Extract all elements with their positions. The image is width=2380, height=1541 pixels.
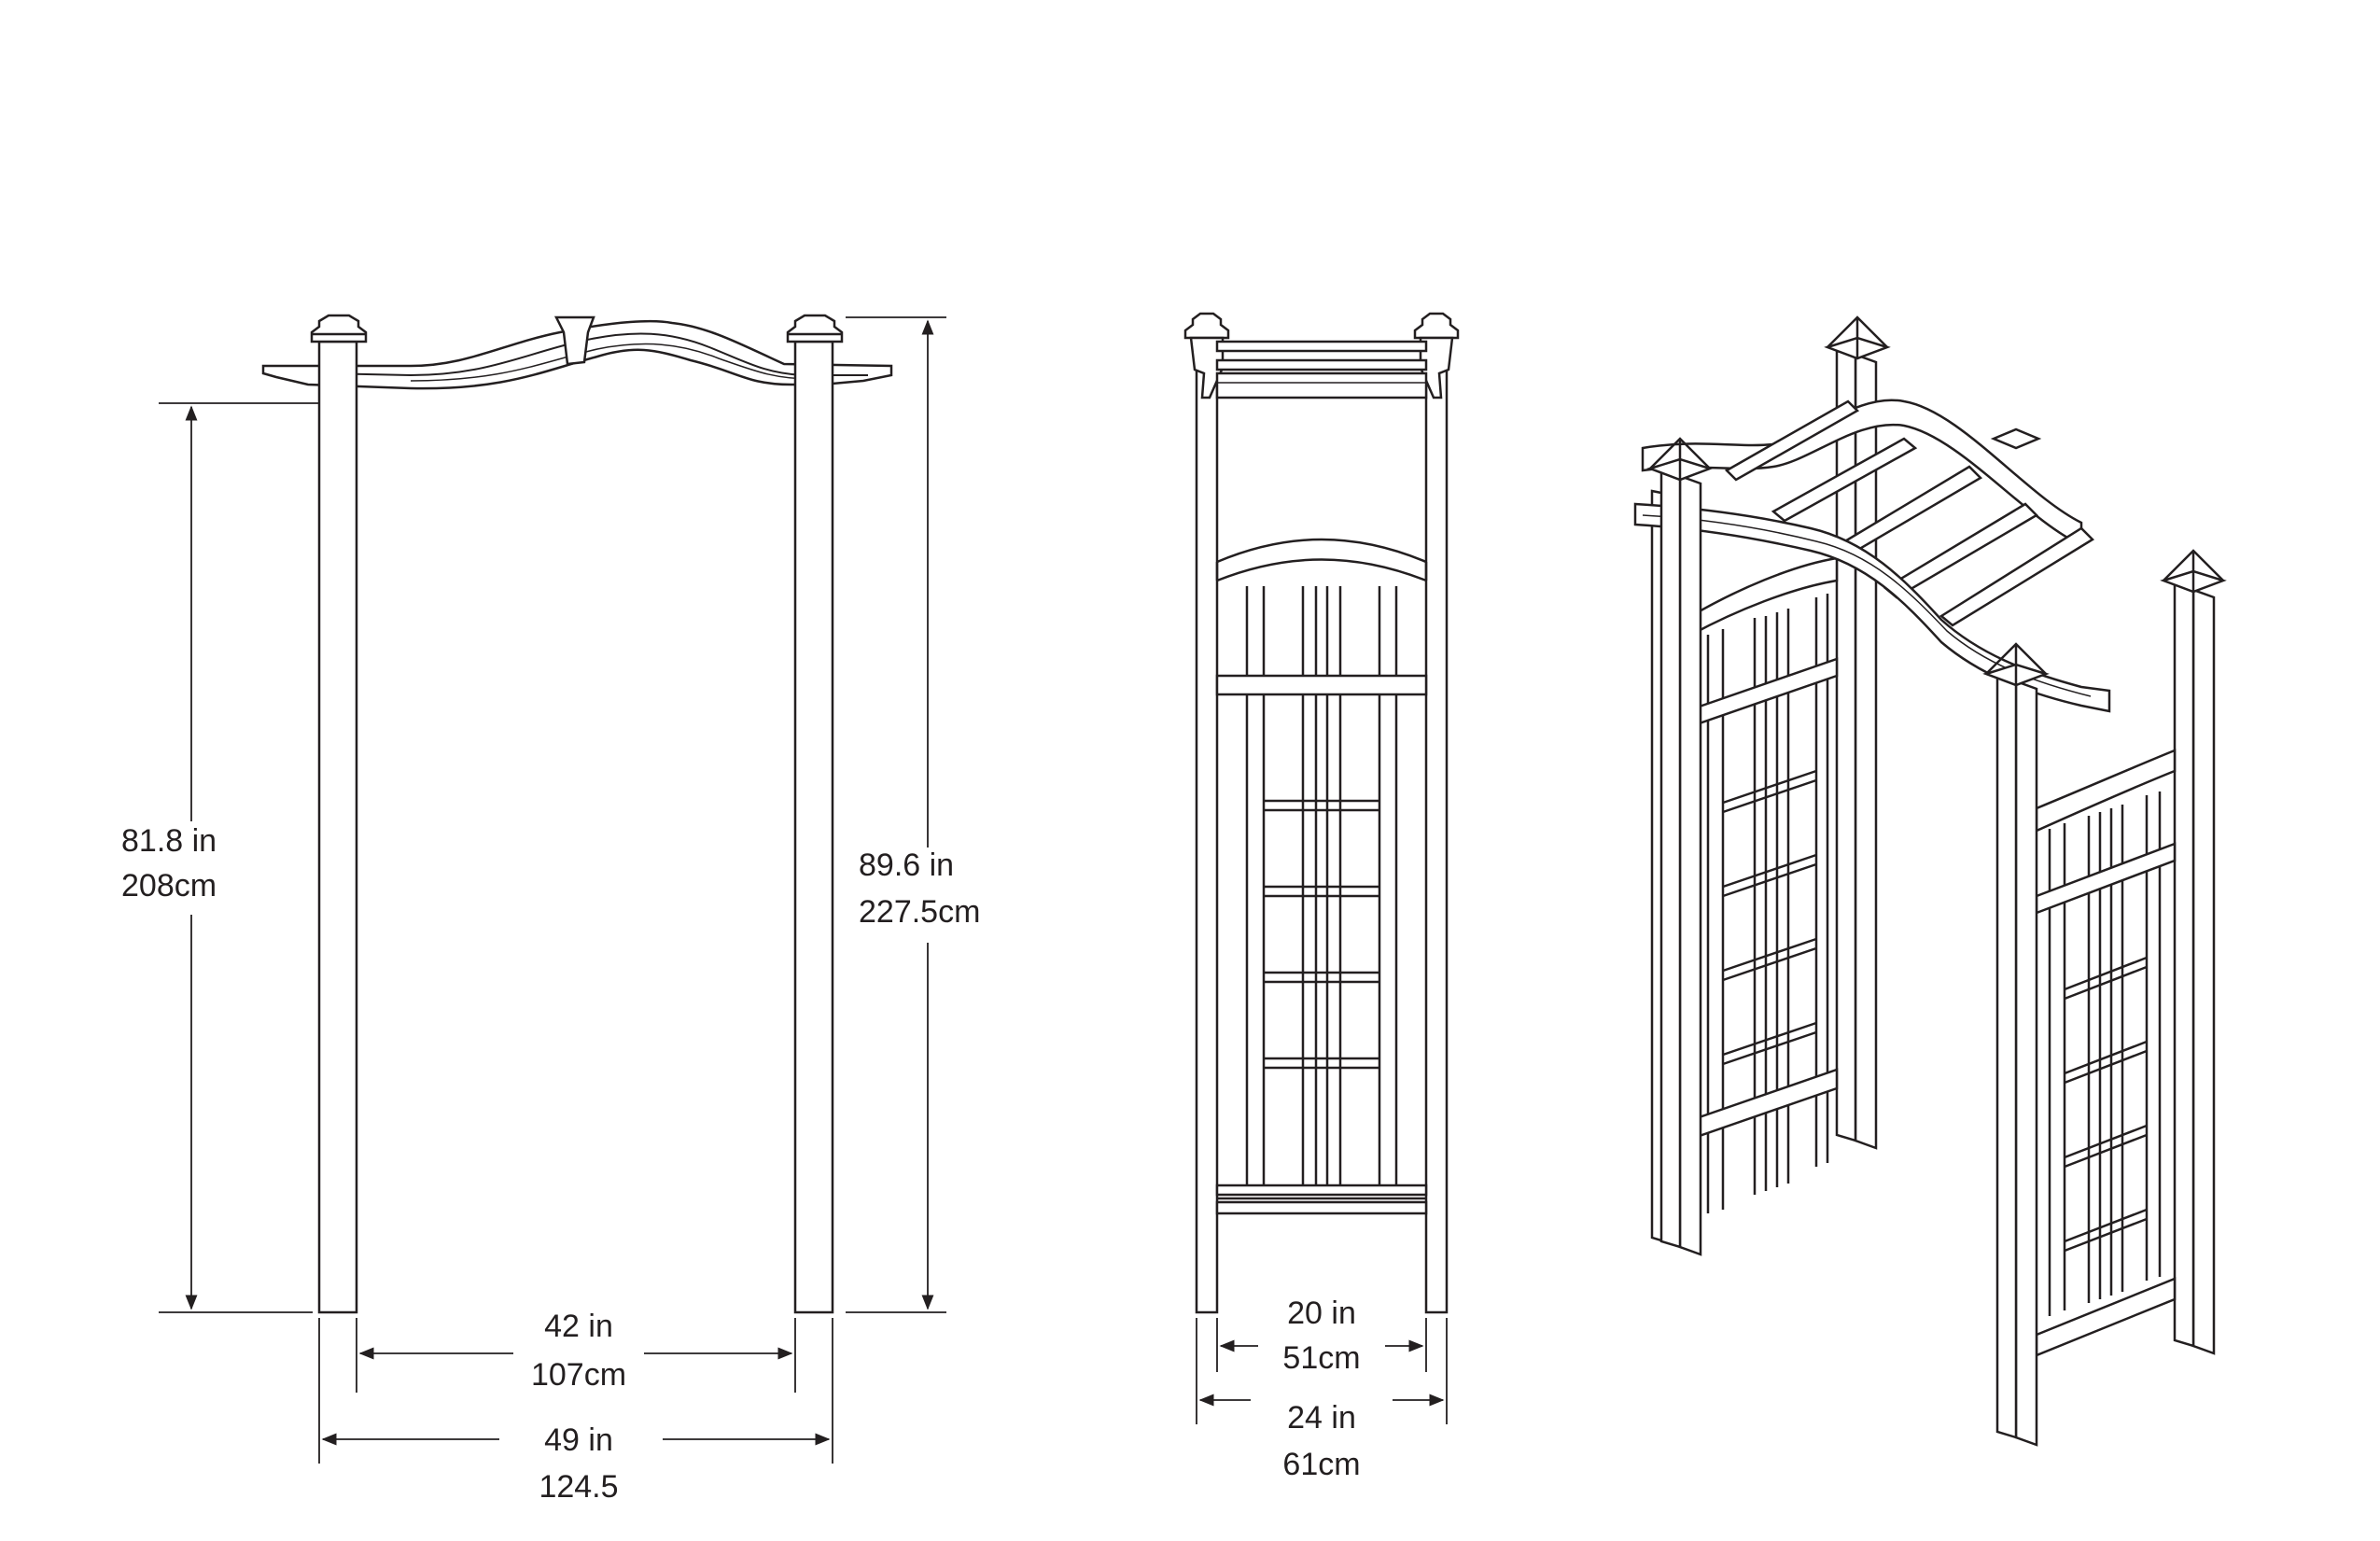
iso-cap-arch (1990, 427, 2042, 450)
outer-width-imperial: 49 in (544, 1422, 613, 1458)
iso-front-lattice (2035, 749, 2177, 833)
front-dimensions (159, 316, 946, 1464)
side-left-post (1195, 364, 1219, 1314)
front-keystone (553, 315, 595, 366)
clear-height-imperial: 81.8 in (121, 823, 217, 859)
overall-height-metric: 227.5cm (859, 894, 980, 930)
front-dimension-labels: 81.8 in 208cm 89.6 in 227.5cm 42 in 107c… (121, 823, 980, 1505)
outer-depth-metric: 61cm (1282, 1447, 1360, 1482)
side-right-post-cap (1413, 312, 1460, 340)
front-view (261, 314, 893, 1314)
side-right-post (1424, 364, 1449, 1314)
inner-depth-metric: 51cm (1282, 1340, 1360, 1376)
front-left-post-cap (310, 314, 368, 343)
inner-width-imperial: 42 in (544, 1309, 613, 1344)
side-dimension-labels: 20 in 51cm 24 in 61cm (1282, 1296, 1360, 1482)
front-right-post-cap (786, 314, 844, 343)
iso-front-middle-post (2014, 679, 2038, 1447)
side-dimensions (1196, 1318, 1448, 1424)
outer-depth-imperial: 24 in (1287, 1400, 1356, 1436)
outer-width-metric: 124.5 (539, 1469, 618, 1505)
front-right-post (793, 340, 834, 1314)
side-view (1183, 312, 1460, 1314)
front-left-post (317, 340, 358, 1314)
clear-height-metric: 208cm (121, 868, 217, 904)
side-left-post-cap (1183, 312, 1230, 340)
iso-front-right-post (2191, 588, 2216, 1355)
isometric-view (1633, 315, 2227, 1447)
inner-depth-imperial: 20 in (1287, 1296, 1356, 1331)
overall-height-imperial: 89.6 in (859, 848, 954, 883)
inner-width-metric: 107cm (531, 1357, 626, 1393)
iso-front-left-post (1678, 474, 1702, 1256)
